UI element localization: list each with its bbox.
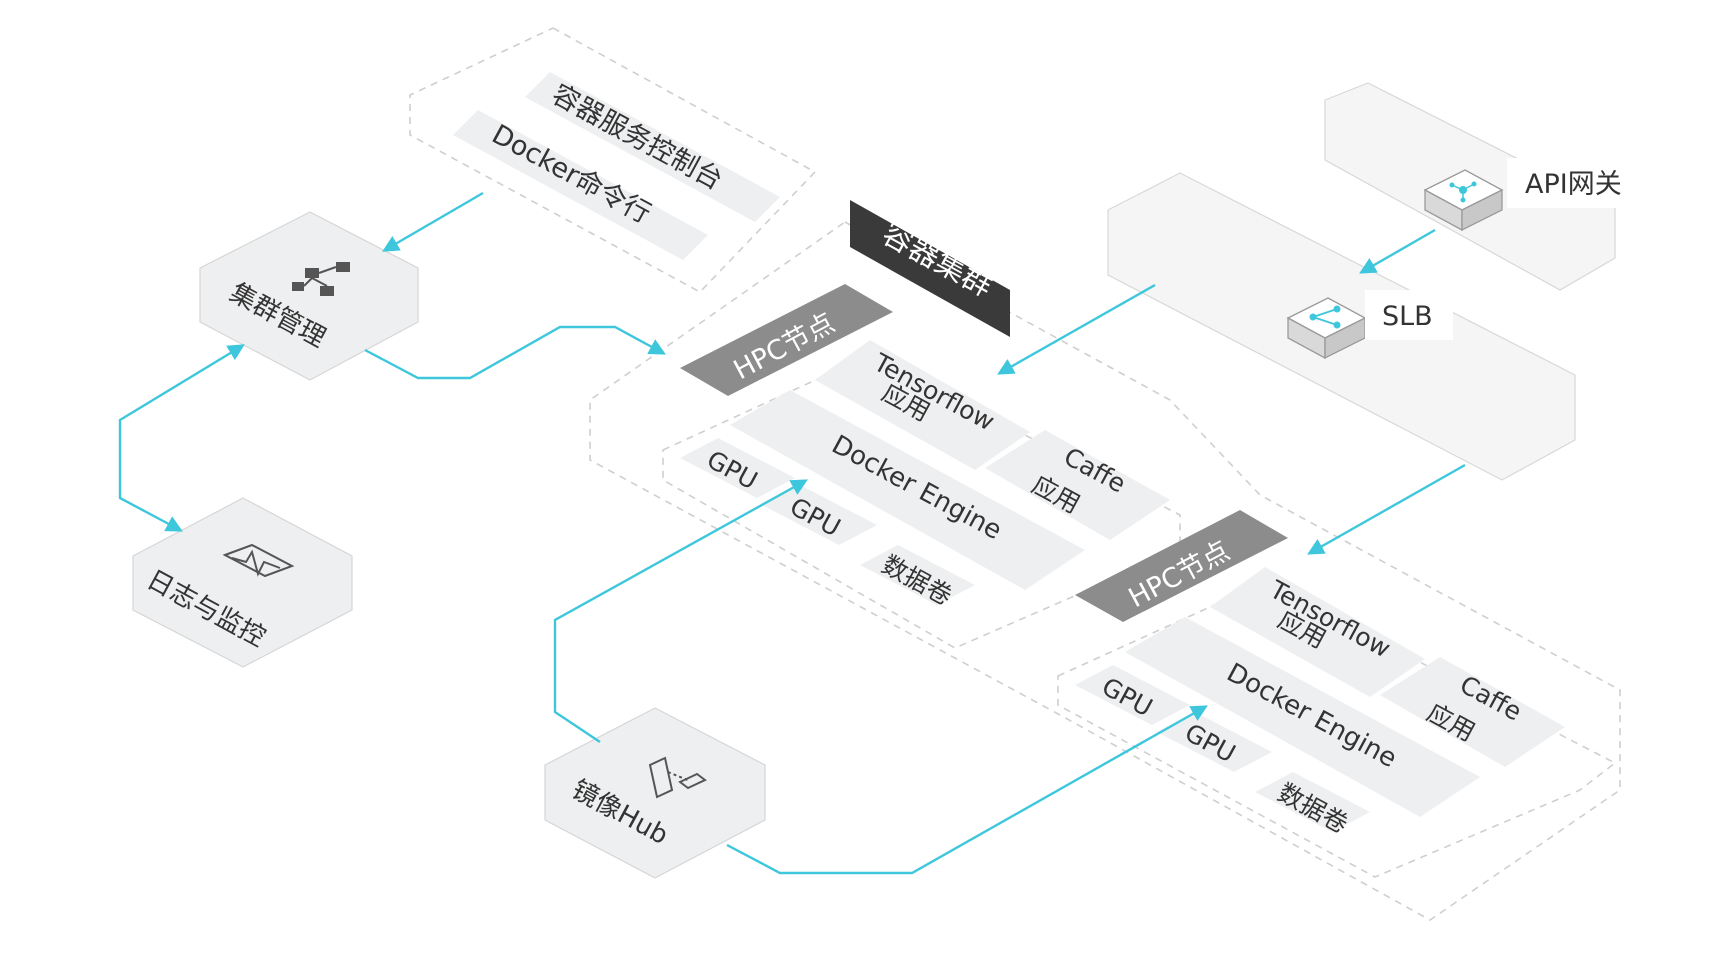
service-console-panel[interactable] [525, 72, 780, 222]
slb-label-box [1365, 290, 1453, 340]
slb-icon[interactable] [1286, 297, 1367, 360]
arrow-mgmt-to-node1 [364, 325, 666, 380]
image-frame-icon [648, 756, 707, 799]
connectors [118, 191, 1466, 875]
cluster-mgmt-hex[interactable]: 集群管理 [199, 211, 419, 381]
arrow-slb-plate-to-node1 [997, 283, 1156, 375]
node2-caffe-panel[interactable] [1380, 657, 1565, 767]
log-monitor-hex[interactable]: 日志与监控 [132, 497, 353, 668]
arrow-api-to-slb [1359, 228, 1436, 274]
node2-gpu2-panel[interactable] [1157, 712, 1272, 772]
arrow-mgmt-log-monitor [118, 344, 245, 532]
right-group: API网关 SLB [1107, 82, 1649, 481]
arrow-slb-to-node2 [1307, 463, 1466, 555]
hpc-node-1: HPC节点 Tensorflow 应用 Caffe 应用 Docker Engi… [662, 284, 1181, 649]
console-group-border [409, 27, 817, 293]
docker-cli-panel[interactable] [453, 110, 708, 260]
node1-caffe-panel[interactable] [985, 430, 1170, 540]
slb-label: SLB [1382, 301, 1433, 332]
hpc-node-2: HPC节点 Tensorflow 应用 Caffe 应用 Docker Engi… [1057, 510, 1617, 878]
node1-docker-engine-panel[interactable] [730, 390, 1085, 590]
cluster-title-block [850, 200, 1010, 337]
cluster-border [589, 221, 1621, 921]
node2-gpu1-panel[interactable] [1075, 665, 1190, 725]
org-chart-icon [292, 262, 350, 296]
arrow-hub-to-node1 [553, 479, 808, 743]
monitor-wave-icon [222, 543, 295, 578]
node2-docker-engine-panel[interactable] [1125, 617, 1480, 817]
image-hub-hex[interactable]: 镜像Hub [544, 707, 766, 879]
node1-tensorflow-panel[interactable] [815, 340, 1030, 470]
node2-tensorflow-panel[interactable] [1210, 567, 1425, 697]
arrow-hub-to-node2 [726, 705, 1208, 875]
hpc-node-2-title-block [1075, 510, 1288, 622]
api-gateway-label-box [1507, 158, 1649, 208]
api-gateway-icon[interactable] [1423, 169, 1504, 232]
node2-volume-panel[interactable] [1255, 772, 1370, 832]
arrow-console-to-mgmt [382, 191, 484, 252]
node1-volume-panel[interactable] [860, 545, 975, 605]
node1-gpu1-panel[interactable] [680, 438, 795, 498]
console-group: 容器服务控制台 Docker命令行 [409, 27, 817, 293]
api-gateway-label: API网关 [1525, 169, 1622, 200]
node1-gpu2-panel[interactable] [762, 485, 877, 545]
hpc-node-1-title-block [680, 284, 893, 396]
